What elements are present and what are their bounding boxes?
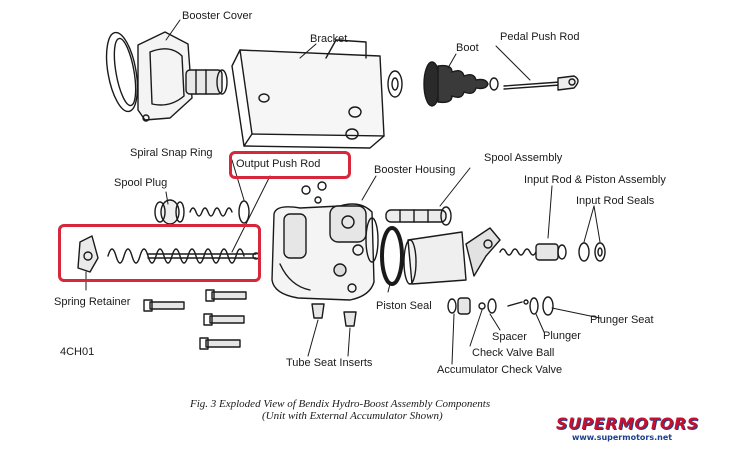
label-booster-cover: Booster Cover bbox=[182, 10, 253, 22]
output-spring-group bbox=[77, 235, 260, 273]
tube-seat-inserts-part bbox=[311, 303, 357, 327]
check-valve-parts bbox=[447, 296, 554, 316]
snap-ring-part bbox=[238, 200, 250, 224]
boot-part bbox=[423, 61, 499, 107]
label-spool-assembly: Spool Assembly bbox=[484, 152, 563, 164]
label-booster-housing: Booster Housing bbox=[374, 164, 456, 176]
bracket-part bbox=[231, 39, 385, 149]
label-tube-seat-inserts: Tube Seat Inserts bbox=[286, 357, 373, 369]
label-spacer: Spacer bbox=[492, 331, 527, 343]
label-spiral-snap-ring: Spiral Snap Ring bbox=[130, 147, 213, 159]
label-input-rod-piston-assembly: Input Rod & Piston Assembly bbox=[524, 174, 666, 186]
label-spool-plug: Spool Plug bbox=[114, 177, 168, 189]
label-accumulator-check-valve: Accumulator Check Valve bbox=[437, 364, 563, 376]
input-rod-seals-part bbox=[578, 242, 606, 262]
input-rod-piston-part bbox=[403, 227, 567, 285]
highlight-output-push-rod-label bbox=[229, 151, 351, 179]
spool-assembly-part bbox=[385, 206, 452, 226]
label-output-push-rod: Output Push Rod bbox=[236, 158, 321, 170]
watermark-url: www.supermotors.net bbox=[572, 433, 673, 442]
highlight-spring-assembly bbox=[58, 224, 261, 282]
label-spring-retainer: Spring Retainer bbox=[54, 296, 131, 308]
label-figure-code: 4CH01 bbox=[60, 346, 95, 358]
figure-caption-line1: Fig. 3 Exploded View of Bendix Hydro-Boo… bbox=[190, 398, 491, 410]
piston-seal-part bbox=[380, 226, 404, 286]
spool-plug-part bbox=[154, 199, 233, 225]
booster-housing-part bbox=[271, 181, 379, 301]
leader-lines bbox=[85, 19, 601, 365]
label-plunger-seat: Plunger Seat bbox=[590, 314, 654, 326]
watermark-brand: SUPERMOTORS bbox=[556, 414, 699, 433]
booster-cover-part bbox=[105, 31, 228, 122]
figure-caption-line2: (Unit with External Accumulator Shown) bbox=[262, 410, 443, 422]
label-plunger: Plunger bbox=[543, 330, 581, 342]
bracket-nut-part bbox=[387, 70, 403, 98]
label-pedal-push-rod: Pedal Push Rod bbox=[500, 31, 580, 43]
mounting-bolts-part bbox=[143, 289, 247, 350]
label-boot: Boot bbox=[456, 42, 479, 54]
label-check-valve-ball: Check Valve Ball bbox=[472, 347, 555, 359]
label-piston-seal: Piston Seal bbox=[376, 300, 432, 312]
label-bracket: Bracket bbox=[310, 33, 348, 45]
label-input-rod-seals: Input Rod Seals bbox=[576, 195, 655, 207]
pedal-push-rod-part bbox=[503, 75, 579, 91]
